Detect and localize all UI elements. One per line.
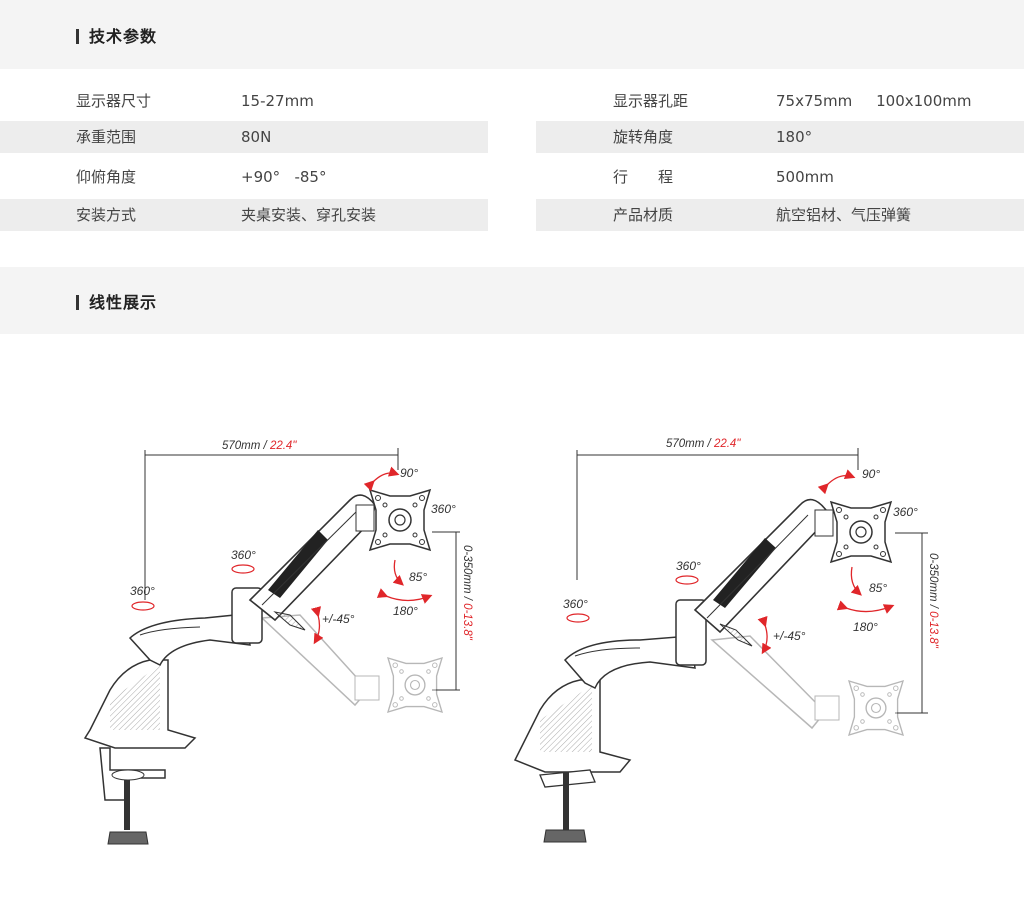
spec-row-left-2: 仰俯角度 +90° -85° xyxy=(0,161,488,193)
label-tilt-up: 90° xyxy=(400,466,418,480)
label-tilt-down: 85° xyxy=(869,581,887,595)
monitor-arm-diagrams: 570mm / 22.4" 0-350mm / 0-13.8" xyxy=(83,438,939,845)
spec-key: 行 程 xyxy=(613,168,674,186)
label-base-swivel: 360° xyxy=(130,584,155,598)
label-arm-swivel: 360° xyxy=(231,548,256,562)
ghost-lowered-arm xyxy=(260,614,443,713)
display-title-text: 线性展示 xyxy=(89,293,158,312)
spec-row-left-0: 显示器尺寸 15-27mm xyxy=(0,85,488,117)
spec-key: 仰俯角度 xyxy=(76,168,137,186)
spec-key: 显示器尺寸 xyxy=(76,92,152,110)
spec-key: 旋转角度 xyxy=(613,128,674,146)
label-arm-swivel: 360° xyxy=(676,559,701,573)
title-bar-marker xyxy=(76,295,79,310)
display-section-header: 线性展示 xyxy=(0,267,1024,334)
label-swivel: 180° xyxy=(853,620,878,634)
spec-value: 180° xyxy=(776,128,813,146)
spec-value: 80N xyxy=(241,128,272,146)
spec-key: 显示器孔距 xyxy=(613,92,689,110)
spec-value: 500mm xyxy=(776,168,834,186)
height-dimension-label: 0-350mm / 0-13.8" xyxy=(927,553,939,649)
spec-value: 75x75mm 100x100mm xyxy=(776,92,972,110)
specs-section-title: 技术参数 xyxy=(76,23,157,47)
height-dimension-label: 0-350mm / 0-13.8" xyxy=(461,545,473,641)
spec-key: 安装方式 xyxy=(76,206,137,224)
diagram-clamp-mount: 570mm / 22.4" 0-350mm / 0-13.8" xyxy=(83,440,473,845)
ghost-lowered-arm xyxy=(710,635,904,736)
title-bar-marker xyxy=(76,29,79,44)
specs-section-header: 技术参数 xyxy=(0,0,1024,69)
spec-row-right-1: 旋转角度 180° xyxy=(536,121,1024,153)
diagram-grommet-mount: 570mm / 22.4" 0-350mm / 0-13.8" xyxy=(513,438,939,843)
display-section-title: 线性展示 xyxy=(76,289,157,313)
label-arm-angle: +/-45° xyxy=(773,629,806,643)
label-arm-angle: +/-45° xyxy=(322,612,355,626)
spec-value: +90° -85° xyxy=(241,168,327,186)
spec-value: 夹桌安装、穿孔安装 xyxy=(241,206,377,224)
spec-value: 航空铝材、气压弹簧 xyxy=(776,206,912,224)
spec-key: 承重范围 xyxy=(76,128,137,146)
label-tilt-up: 90° xyxy=(862,467,880,481)
label-rotate: 360° xyxy=(893,505,918,519)
width-dimension-label: 570mm / 22.4" xyxy=(222,440,297,452)
label-rotate: 360° xyxy=(431,502,456,516)
spec-row-right-2: 行 程 500mm xyxy=(536,161,1024,193)
spec-row-right-3: 产品材质 航空铝材、气压弹簧 xyxy=(536,199,1024,231)
width-dimension-label: 570mm / 22.4" xyxy=(666,438,741,450)
spec-row-left-1: 承重范围 80N xyxy=(0,121,488,153)
specs-title-text: 技术参数 xyxy=(89,27,158,46)
label-tilt-down: 85° xyxy=(409,570,427,584)
spec-row-left-3: 安装方式 夹桌安装、穿孔安装 xyxy=(0,199,488,231)
spec-row-right-0: 显示器孔距 75x75mm 100x100mm xyxy=(536,85,1024,117)
label-swivel: 180° xyxy=(393,604,418,618)
label-base-swivel: 360° xyxy=(563,597,588,611)
spec-key: 产品材质 xyxy=(613,206,674,224)
spec-value: 15-27mm xyxy=(241,92,314,110)
